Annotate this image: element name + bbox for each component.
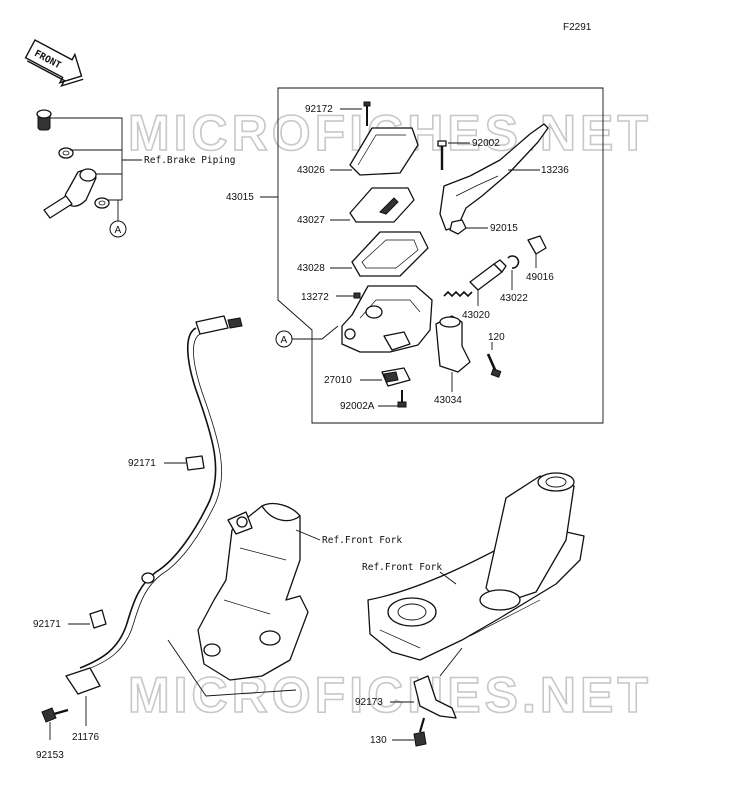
label-13272: 13272 bbox=[301, 292, 329, 303]
callout-a-assembly: A bbox=[281, 335, 288, 346]
label-120: 120 bbox=[488, 332, 505, 343]
plate-43027 bbox=[349, 187, 415, 223]
master-cylinder-body bbox=[341, 285, 433, 353]
watermark-bottom: MICROFICHES.NET bbox=[128, 667, 652, 723]
label-92171-top: 92171 bbox=[128, 458, 156, 469]
label-92002: 92002 bbox=[472, 138, 500, 149]
label-92002A: 92002A bbox=[340, 401, 375, 412]
clamp-92171-top bbox=[185, 455, 205, 471]
bolt-92153 bbox=[41, 707, 69, 723]
boot-49016 bbox=[527, 235, 547, 255]
ref-front-fork-left: Ref.Front Fork bbox=[322, 535, 402, 546]
screw-92172 bbox=[363, 101, 371, 126]
label-43020: 43020 bbox=[462, 310, 490, 321]
label-49016: 49016 bbox=[526, 272, 554, 283]
piston-kit-43020 bbox=[443, 259, 507, 298]
label-92172: 92172 bbox=[305, 104, 333, 115]
label-43026: 43026 bbox=[297, 165, 325, 176]
front-fork-left bbox=[167, 502, 309, 697]
front-arrow-icon: FRONT bbox=[24, 39, 84, 88]
assembly-boundary bbox=[277, 87, 604, 424]
label-43027: 43027 bbox=[297, 215, 325, 226]
label-43028: 43028 bbox=[297, 263, 325, 274]
pivot-pin-92002 bbox=[437, 140, 447, 170]
label-92153: 92153 bbox=[36, 750, 64, 761]
callout-a-top: A bbox=[115, 225, 122, 236]
reservoir-cap-43026 bbox=[349, 127, 419, 176]
label-92173: 92173 bbox=[355, 697, 383, 708]
figure-code: F2291 bbox=[563, 22, 592, 33]
abs-sensor-harness bbox=[65, 315, 243, 695]
label-21176: 21176 bbox=[72, 732, 100, 743]
diaphragm-43028 bbox=[351, 231, 429, 277]
brake-piping-parts: A Ref.Brake Piping bbox=[36, 109, 236, 238]
steering-stem-bracket bbox=[367, 472, 585, 661]
ref-brake-piping: Ref.Brake Piping bbox=[144, 155, 236, 166]
label-130: 130 bbox=[370, 735, 387, 746]
label-43015: 43015 bbox=[226, 192, 254, 203]
brake-lever-13236 bbox=[439, 123, 549, 231]
label-27010: 27010 bbox=[324, 375, 352, 386]
clamp-92171-bottom bbox=[89, 609, 107, 629]
label-43034: 43034 bbox=[434, 395, 462, 406]
label-13236: 13236 bbox=[541, 165, 569, 176]
label-92171-bottom: 92171 bbox=[33, 619, 61, 630]
bolt-130 bbox=[413, 717, 427, 747]
bolt-120 bbox=[486, 353, 502, 378]
nut-92015 bbox=[449, 219, 467, 235]
ref-front-fork-right: Ref.Front Fork bbox=[362, 562, 442, 573]
bracket-92173 bbox=[413, 675, 457, 719]
label-92015: 92015 bbox=[490, 223, 518, 234]
circlip-43022 bbox=[507, 255, 520, 269]
label-43022: 43022 bbox=[500, 293, 528, 304]
